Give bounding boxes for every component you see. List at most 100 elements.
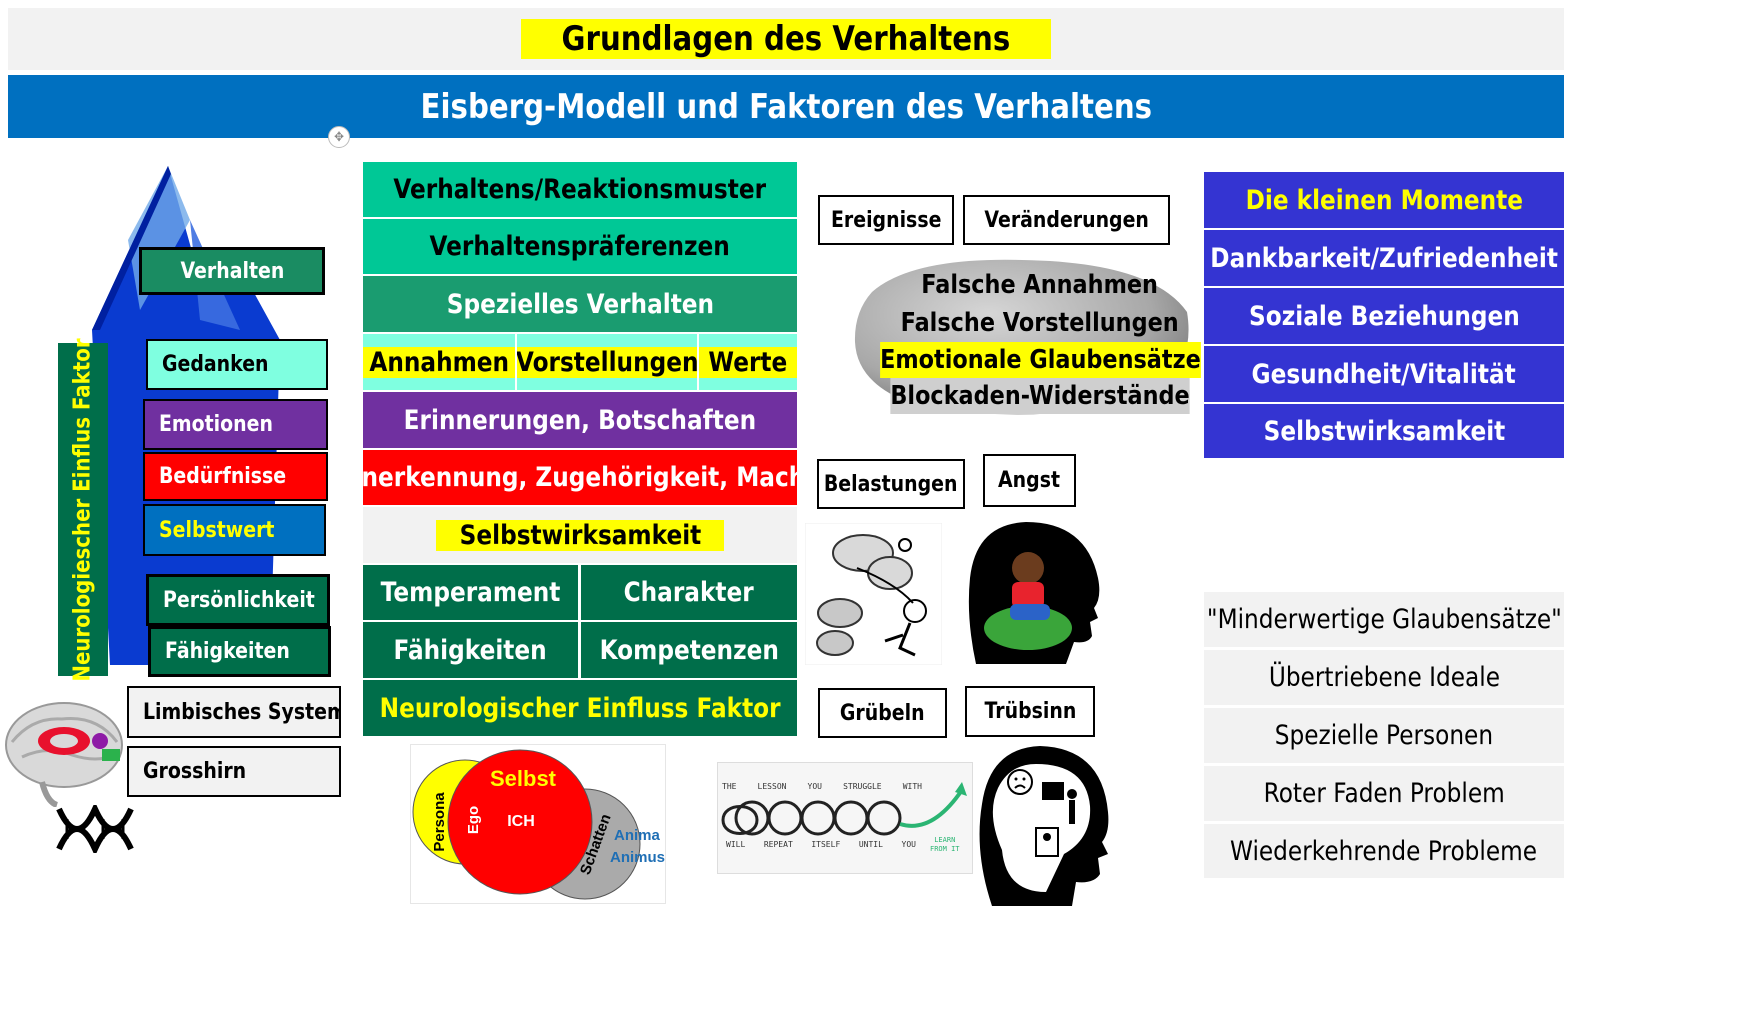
row-label: Verhaltenspräferenzen [429,231,731,262]
belief-label: Wiederkehrende Probleme [1230,835,1538,867]
row-label: Verhaltens/Reaktionsmuster [393,174,767,205]
layer-gedanken: Gedanken [146,339,328,390]
row-spezielles-verhalten: Spezielles Verhalten [363,276,797,332]
layer-selbstwert: Selbstwert [143,504,326,556]
belief-label: Roter Faden Problem [1263,778,1505,809]
row-label: Anerkennung, Zugehörigkeit, Macht [363,462,797,493]
cell-label: Annahmen [369,346,509,378]
grueblen-box: Grübeln [818,688,947,738]
stone-line: Falsche Vorstellungen [900,308,1180,338]
grosshirn-box: Grosshirn [127,746,341,797]
belief-label: "Minderwertige Glaubensätze" [1206,604,1562,635]
layer-label: Selbstwert [159,517,275,543]
row-label: Neurologischer Einfluss Faktor [379,692,781,724]
cell-label: Temperament [380,577,561,608]
veraenderungen-box: Veränderungen [963,195,1170,245]
lesson-word: WILL [726,840,746,849]
box-label: Angst [998,468,1061,493]
moment-label: Soziale Beziehungen [1248,300,1520,332]
moment-row: Soziale Beziehungen [1204,288,1564,344]
selbst-circle [447,749,593,895]
lesson-word: THE [722,782,737,791]
layer-label: Bedürfnisse [159,464,287,489]
lesson-word: LESSON [757,782,787,791]
row-reaktionsmuster: Verhaltens/Reaktionsmuster [363,162,797,217]
belief-row: Spezielle Personen [1204,708,1564,763]
brain-icon [5,702,123,807]
lesson-top-row: THE LESSON YOU STRUGGLE WITH [722,782,922,791]
title-bar: Grundlagen des Verhaltens [8,8,1564,70]
cell-label-wrap: Vorstellungen [517,346,697,378]
cell-label: Vorstellungen [517,346,697,378]
belief-label: Spezielle Personen [1274,720,1494,751]
iceberg-vertical-label: Neurologiescher Einflus Faktor [70,337,96,682]
belief-row: Wiederkehrende Probleme [1204,824,1564,878]
persona-label: Persona [431,792,448,852]
row-label: Selbstwirksamkeit [459,519,701,551]
behavior-table: Verhaltens/Reaktionsmuster Verhaltensprä… [363,162,797,736]
lesson-word: YOU [901,840,916,849]
row-neurologischer-faktor: Neurologischer Einfluss Faktor [363,680,797,736]
stone-line: Blockaden-Widerstände [890,378,1190,414]
ego-label: Ego [465,806,482,834]
belief-label: Übertriebene Ideale [1268,662,1500,693]
burden-man-icon [805,523,942,665]
lesson-word: REPEAT [763,840,793,849]
lesson-word: ITSELF [811,840,841,849]
learn-label: LEARN FROM IT [930,836,960,854]
layer-label: Persönlichkeit [163,587,315,613]
limbisches-system-box: Limbisches System [127,686,341,738]
cell-werte: Werte [699,334,797,390]
lesson-word: UNTIL [858,840,883,849]
layer-label: Emotionen [159,412,273,437]
lesson-word: YOU [807,782,822,791]
learn-line: LEARN [934,836,956,844]
belief-row: Übertriebene Ideale [1204,650,1564,705]
cell-label-wrap: Werte [699,346,797,378]
box-label: Veränderungen [984,207,1149,233]
cell-charakter: Charakter [581,565,797,620]
angst-box: Angst [983,454,1076,507]
row-label-wrap: Selbstwirksamkeit [435,519,725,551]
row-praeferenzen: Verhaltenspräferenzen [363,219,797,274]
moment-label: Die kleinen Momente [1245,184,1523,216]
cell-label-wrap: Annahmen [363,346,515,378]
box-label: Belastungen [824,471,958,497]
ich-label: ICH [507,813,535,830]
cell-temperament: Temperament [363,565,578,620]
right-bottom-panel: "Minderwertige Glaubensätze" Übertrieben… [1204,592,1564,878]
iceberg-vertical-bar: Neurologiescher Einflus Faktor [58,338,108,681]
animus-label: Animus [610,849,665,866]
layer-persoenlichkeit: Persönlichkeit [146,574,330,626]
sad-head-icon [979,746,1109,906]
moment-row: Die kleinen Momente [1204,172,1564,228]
cell-faehigkeiten: Fähigkeiten [363,622,578,678]
cell-label: Charakter [623,577,755,608]
cell-label: Kompetenzen [599,634,779,666]
cell-annahmen: Annahmen [363,334,515,390]
belief-row: "Minderwertige Glaubensätze" [1204,592,1564,647]
jung-venn-diagram: Persona Ego Selbst ICH Schatten Anima An… [412,749,665,900]
box-label: Grübeln [840,700,925,726]
row-erinnerungen: Erinnerungen, Botschaften [363,392,797,448]
moment-label: Selbstwirksamkeit [1263,415,1505,447]
lesson-bottom-row: WILL REPEAT ITSELF UNTIL YOU [726,840,916,849]
row-anerkennung: Anerkennung, Zugehörigkeit, Macht [363,450,797,505]
lesson-frame [717,762,973,874]
right-top-panel: Die kleinen Momente Dankbarkeit/Zufriede… [1204,172,1564,458]
move-handle-icon[interactable]: ✥ [328,126,350,148]
cell-label: Werte [708,346,788,378]
belief-row: Roter Faden Problem [1204,766,1564,821]
subtitle-bar: Eisberg-Modell und Faktoren des Verhalte… [8,75,1564,138]
layer-label: Gedanken [162,352,269,377]
box-label: Ereignisse [830,207,942,233]
truebsinn-box: Trübsinn [965,686,1095,737]
moment-row: Dankbarkeit/Zufriedenheit [1204,230,1564,286]
layer-label: Verhalten [180,258,284,284]
moment-row: Selbstwirksamkeit [1204,404,1564,458]
cell-vorstellungen: Vorstellungen [517,334,697,390]
layer-verhalten: Verhalten [139,247,325,295]
learn-line: FROM IT [930,845,960,853]
ereignisse-box: Ereignisse [818,195,954,245]
box-label: Trübsinn [984,699,1076,724]
